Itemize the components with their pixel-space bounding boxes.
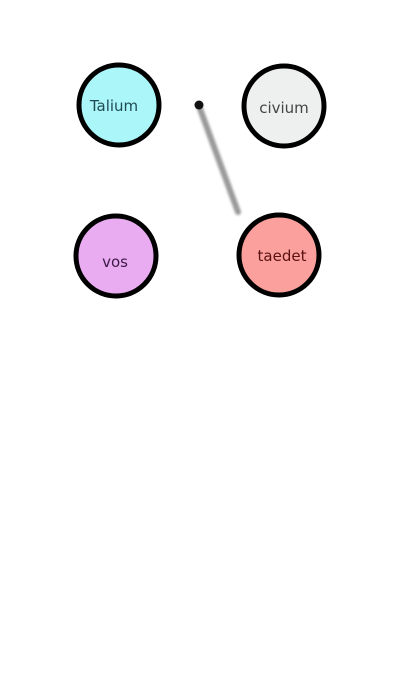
node-civium-label: civium (259, 99, 309, 117)
node-talium-circle (76, 62, 162, 148)
node-taedet-label: taedet (258, 247, 307, 265)
edge-junction-taedet (196, 103, 241, 215)
node-vos-circle (73, 213, 159, 299)
node-talium-label: Talium (89, 97, 138, 115)
edge-junction-dot (194, 100, 204, 110)
node-talium[interactable]: Talium (76, 62, 162, 148)
edges-layer (167, 100, 241, 261)
node-taedet[interactable]: taedet (236, 212, 322, 298)
node-vos-label: vos (102, 253, 128, 271)
node-civium-circle (241, 63, 327, 149)
node-civium[interactable]: civium (241, 63, 327, 149)
node-vos[interactable]: vos (73, 213, 159, 299)
node-taedet-circle (236, 212, 322, 298)
